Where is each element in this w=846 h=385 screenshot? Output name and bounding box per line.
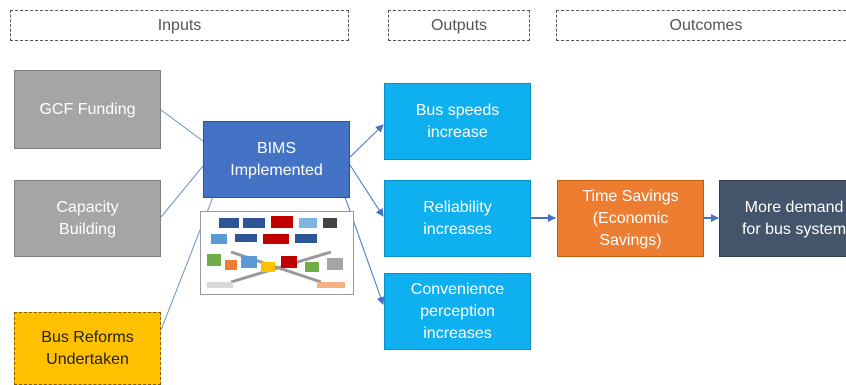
- arrow-bims-to-bus-speeds: [349, 124, 384, 158]
- capacity-building-box: Capacity Building: [14, 180, 161, 257]
- bims-thumbnail-graphic: [201, 212, 353, 294]
- arrow-bims-to-reliability: [349, 164, 384, 217]
- header-outputs-label: Outputs: [430, 16, 488, 34]
- header-inputs: Inputs: [10, 10, 349, 41]
- header-outcomes-label: Outcomes: [669, 16, 743, 34]
- connector-capacity-to-bims: [160, 165, 204, 218]
- header-outputs: Outputs: [388, 10, 530, 41]
- bus-reforms-label: Bus Reforms Undertaken: [41, 328, 134, 368]
- reliability-box: Reliability increases: [384, 180, 531, 257]
- capacity-building-label: Capacity Building: [56, 198, 119, 238]
- gcf-funding-label: GCF Funding: [39, 100, 136, 118]
- bus-speeds-label: Bus speeds increase: [415, 101, 500, 141]
- gcf-funding-box: GCF Funding: [14, 70, 161, 149]
- bus-reforms-box: Bus Reforms Undertaken: [14, 312, 161, 385]
- bims-system-thumbnail: [200, 211, 354, 295]
- header-inputs-label: Inputs: [157, 16, 202, 34]
- bims-box: BIMS Implemented: [203, 121, 350, 198]
- more-demand-box: More demand for bus system: [719, 180, 846, 257]
- time-savings-label: Time Savings (Economic Savings): [582, 187, 679, 249]
- more-demand-label: More demand for bus system: [741, 198, 846, 238]
- bims-label: BIMS Implemented: [230, 139, 323, 179]
- time-savings-box: Time Savings (Economic Savings): [557, 180, 704, 257]
- convenience-box: Convenience perception increases: [384, 273, 531, 350]
- convenience-label: Convenience perception increases: [410, 280, 505, 342]
- bus-speeds-box: Bus speeds increase: [384, 83, 531, 160]
- connector-gcf-to-bims: [160, 109, 204, 142]
- header-outcomes: Outcomes: [556, 10, 846, 41]
- reliability-label: Reliability increases: [423, 198, 492, 238]
